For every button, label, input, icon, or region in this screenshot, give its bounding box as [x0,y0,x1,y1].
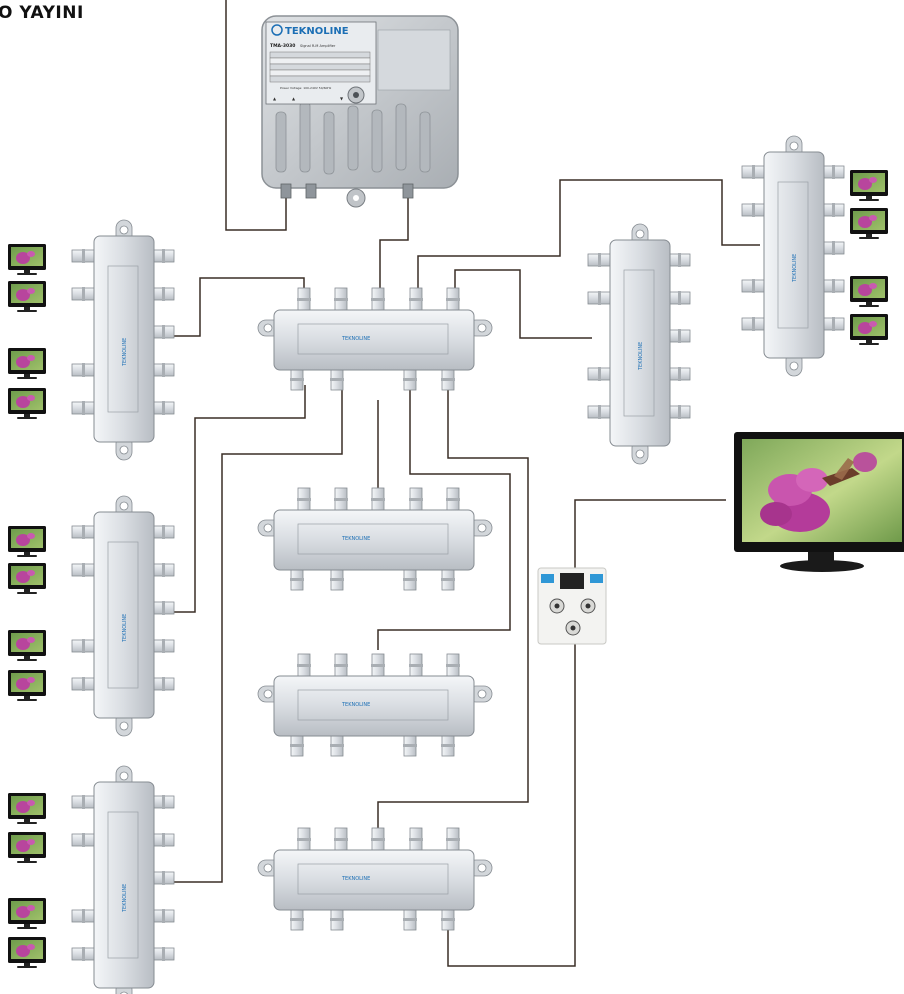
cable-network [168,0,760,966]
splitter-brand-label: TEKNOLINE [638,342,644,371]
small-tv-right-1 [850,170,888,201]
small-tv-left-4 [8,388,46,419]
splitter-brand-label: TEKNOLINE [341,336,370,342]
splitter-left-2: TEKNOLINE [72,496,174,736]
splitter-brand-label: TEKNOLINE [122,338,128,367]
small-tv-left-2 [8,281,46,312]
small-tv-right-3 [850,276,888,307]
small-tv-left-8 [8,670,46,701]
splitter-brand-label: TEKNOLINE [341,876,370,882]
small-tv-left-6 [8,563,46,594]
splitter-right-2: TEKNOLINE [742,136,844,376]
small-tv-left-5 [8,526,46,557]
wall-socket [538,568,606,644]
small-tv-left-1 [8,244,46,275]
splitter-brand-label: TEKNOLINE [122,614,128,643]
main-splitter: TEKNOLINE [258,288,492,390]
splitter-center-2: TEKNOLINE [258,654,492,756]
splitter-brand-label: TEKNOLINE [122,884,128,913]
splitter-right-1: TEKNOLINE [588,224,690,464]
small-tv-left-10 [8,832,46,863]
small-tv-left-12 [8,937,46,968]
amplifier-subtitle: Signal R-M Amplifier [300,44,336,48]
splitter-center-3: TEKNOLINE [258,828,492,930]
splitter-group: TEKNOLINE TEKNOLINE TEKNOLINE TEKNOLINE TEKN… [72,136,844,994]
small-tv-left-3 [8,348,46,379]
amplifier-brand: TEKNOLINE [285,26,349,37]
small-tv-left-7 [8,630,46,661]
splitter-left-3: TEKNOLINE [72,766,174,994]
signal-amplifier: TEKNOLINE TMA-3030 Signal R-M Amplifier … [262,16,458,207]
cable-socket-to-tv [575,500,726,575]
cable-amp-output [380,196,408,292]
small-tv-left-11 [8,898,46,929]
splitter-brand-label: TEKNOLINE [792,254,798,283]
cable-main-to-left-3 [168,385,342,882]
small-tv-right-4 [850,314,888,345]
small-tv-right-2 [850,208,888,239]
cable-main-to-left-2 [170,385,305,612]
cable-main-to-right-top [418,180,760,292]
cable-main-to-center-4 [378,385,528,828]
large-tv [734,432,904,572]
amplifier-power-label: Power Voltage: 100-240V 50/60Hz [280,86,332,90]
splitter-brand-label: TEKNOLINE [341,702,370,708]
splitter-left-1: TEKNOLINE [72,220,174,460]
splitter-center-1: TEKNOLINE [258,488,492,590]
small-tv-left-9 [8,793,46,824]
amplifier-model: TMA-3030 [270,43,295,49]
splitter-brand-label: TEKNOLINE [341,536,370,542]
